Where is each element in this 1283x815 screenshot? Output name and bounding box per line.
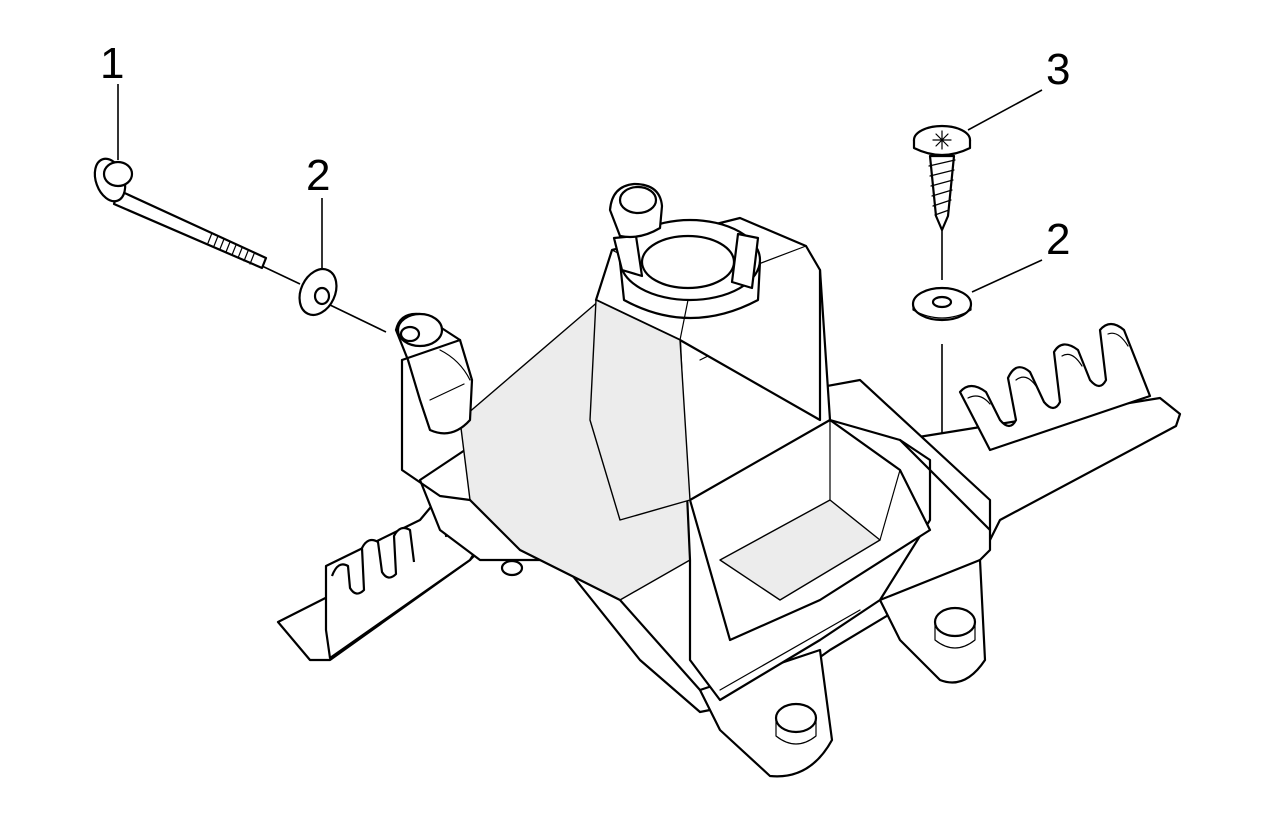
screw-thread <box>928 159 956 216</box>
callout-1-bolt: 1 <box>100 39 124 88</box>
bolt-part-1 <box>93 157 268 270</box>
washer-right-part-2 <box>911 286 973 322</box>
callout-2-washer-left: 2 <box>306 151 330 200</box>
washer-left-part-2 <box>298 267 338 317</box>
callout-2-washer-right: 2 <box>1046 215 1070 264</box>
callout-3-screw: 3 <box>1046 45 1070 94</box>
bolt-thread <box>207 232 255 265</box>
shifter-housing <box>276 182 1182 778</box>
screw-part-3 <box>912 124 972 232</box>
